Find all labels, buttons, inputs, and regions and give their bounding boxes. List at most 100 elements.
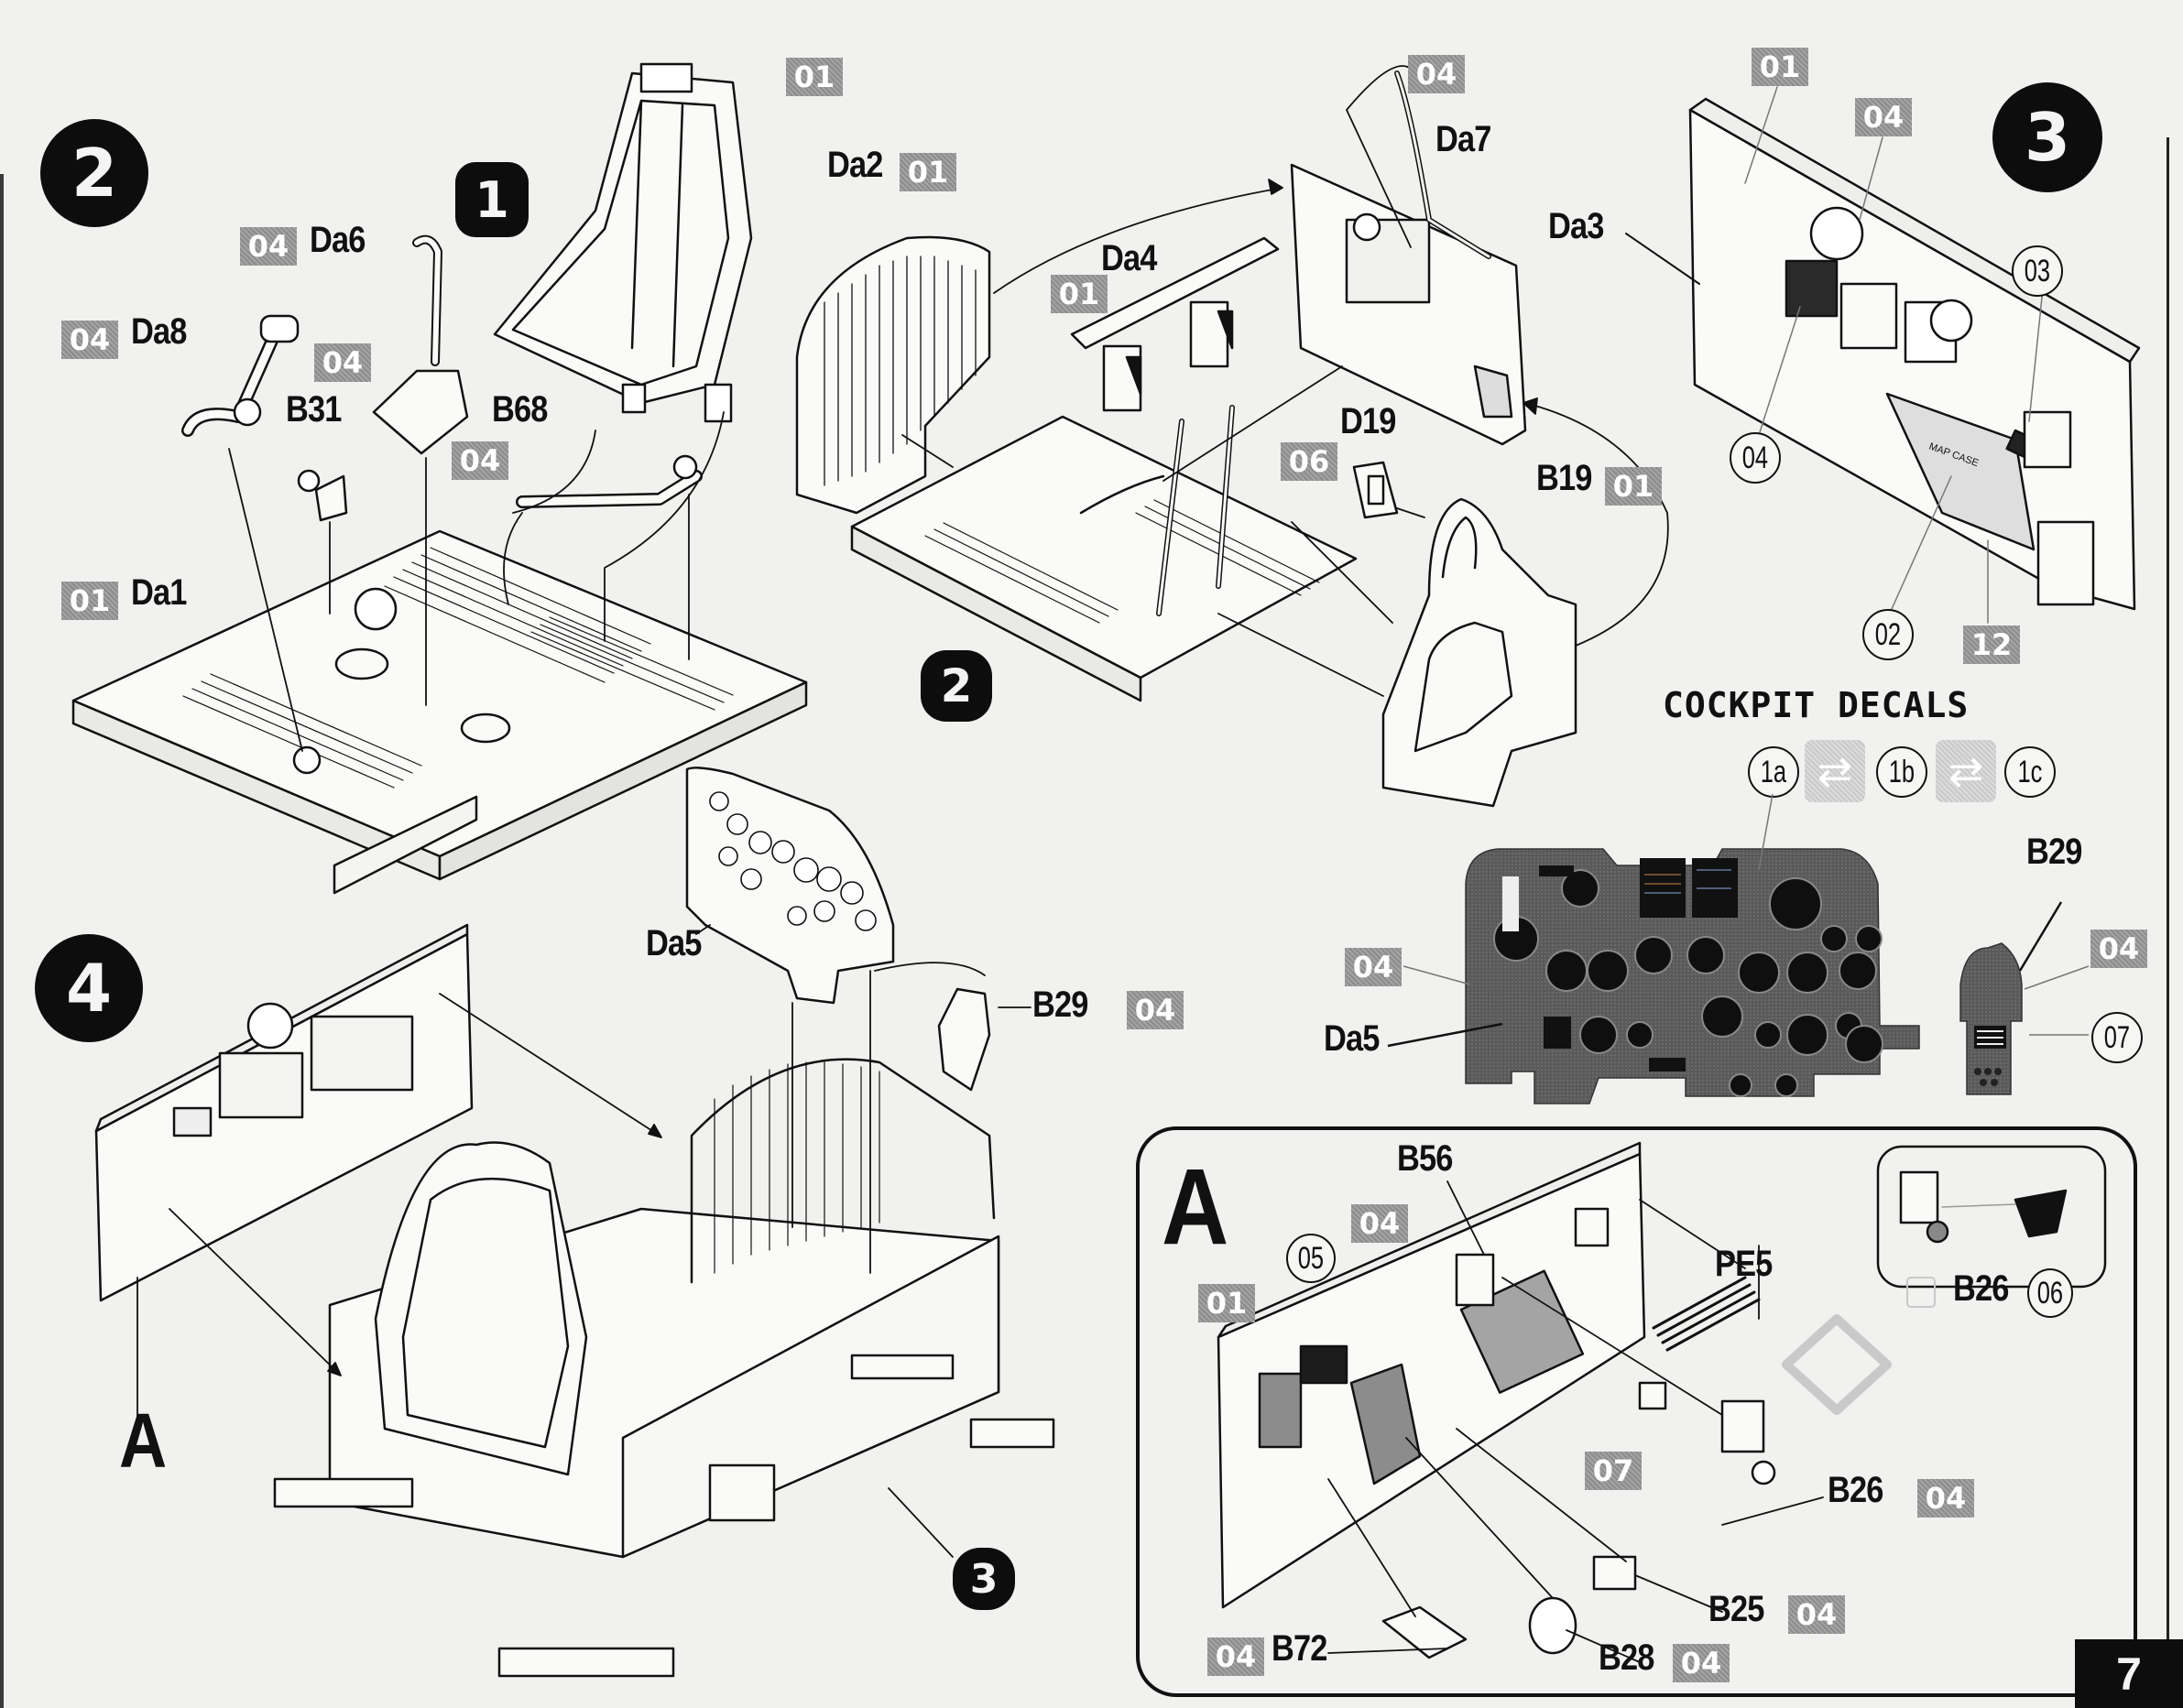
decal-callout-02: 02 <box>1862 609 1914 660</box>
decal-variant-1c: 1c <box>2004 746 2056 798</box>
paint-chip-da8: 04 <box>61 321 118 359</box>
detail-a-inset-frame <box>1878 1147 2105 1287</box>
step-1-reference-badge: 1 <box>455 162 529 237</box>
part-b68 <box>522 456 696 502</box>
page-number: 7 <box>2075 1639 2183 1708</box>
paint-chip-d19: 06 <box>1281 442 1337 481</box>
paint-chip-da1: 01 <box>61 582 118 620</box>
step4-guide-lines <box>137 925 1031 1557</box>
detail-a-guide-lines <box>1328 1181 1823 1662</box>
paint-chip-sidewall-a: 01 <box>1198 1284 1255 1322</box>
decal-number: 04 <box>1741 440 1769 475</box>
paint-chip-b29-decal: 04 <box>2090 930 2147 968</box>
part-label-b19: B19 <box>1536 458 1592 498</box>
step-number: 1 <box>475 170 509 229</box>
step2-guide-lines <box>229 412 724 751</box>
step-number: 3 <box>969 1555 999 1603</box>
step4-instrument-panel-part <box>687 767 893 1003</box>
flip-arrows-icon: ⇄ <box>1805 740 1865 802</box>
paint-chip-da6: 04 <box>240 227 297 266</box>
step3-leader-lines <box>1745 87 2043 623</box>
step4-left-wall-a <box>96 925 472 1300</box>
decal-callout-07: 07 <box>2091 1012 2143 1063</box>
paint-chip-map-case: 12 <box>1963 626 2020 664</box>
part-label-da8: Da8 <box>131 311 187 352</box>
armor-plate-d19 <box>1354 462 1397 517</box>
decal-callout-06: 06 <box>2027 1268 2073 1318</box>
flip-diamond-icon <box>1786 1319 1887 1410</box>
flip-arrows-icon: ⇄ <box>1936 740 1996 802</box>
step2b-guide-lines <box>902 180 1668 696</box>
step-2-reference-badge: 2 <box>921 650 992 722</box>
part-label-b25: B25 <box>1708 1589 1764 1629</box>
instrument-panel-decal <box>1465 848 1920 1104</box>
step-3-badge: 3 <box>1992 82 2102 192</box>
part-label-b56: B56 <box>1397 1138 1453 1179</box>
paint-chip-b31: 04 <box>314 343 371 382</box>
paint-chip-b19: 01 <box>1605 467 1662 506</box>
part-label-d19: D19 <box>1340 401 1396 441</box>
step-3-reference-badge: 3 <box>953 1548 1015 1610</box>
decal-number: 1a <box>1760 754 1787 789</box>
paint-chip-b72: 04 <box>1207 1637 1264 1676</box>
control-stick-da6 <box>374 240 467 453</box>
part-label-b31: B31 <box>286 389 342 430</box>
decal-number: 03 <box>2024 253 2051 288</box>
da3-leader <box>1626 234 1699 284</box>
step3-sidewall: MAP CASE <box>1690 99 2139 609</box>
step-number: 4 <box>65 950 113 1027</box>
b29-decal <box>1959 942 2023 1095</box>
part-label-da5: Da5 <box>646 923 702 963</box>
paint-chip-da4: 01 <box>1051 275 1108 313</box>
crossbar-part-da4 <box>1072 238 1278 410</box>
part-label-b68: B68 <box>492 389 548 430</box>
paint-chip-b56: 04 <box>1351 1204 1408 1243</box>
floor-assembly-center <box>852 408 1356 701</box>
paint-chip-da7: 04 <box>1408 55 1465 93</box>
decal-number: 07 <box>2103 1019 2131 1055</box>
page-right-border <box>2167 137 2169 1639</box>
part-label-da3: Da3 <box>1548 206 1604 246</box>
step-number: 2 <box>71 135 118 212</box>
inset-flip-glyph <box>1907 1278 1935 1307</box>
part-label-da6: Da6 <box>310 220 366 260</box>
detail-a-title: A <box>1162 1147 1228 1267</box>
inset-label-b26: B26 <box>1953 1268 2009 1309</box>
part-label-b29: B29 <box>1032 985 1088 1025</box>
part-label-pe5: PE5 <box>1715 1244 1773 1284</box>
part-da8 <box>188 316 298 430</box>
detail-a-parts <box>1383 1278 1774 1658</box>
paint-chip-seat: 01 <box>786 58 843 96</box>
decal-number: 1c <box>2017 754 2043 789</box>
page-left-border <box>0 174 4 1708</box>
decal-callout-03: 03 <box>2012 245 2063 297</box>
part-b31 <box>299 471 346 520</box>
paint-chip-b25-decal: 07 <box>1585 1452 1642 1490</box>
step-4-badge: 4 <box>35 934 143 1042</box>
part-label-da7: Da7 <box>1435 119 1491 159</box>
right-sidewall-da3 <box>1292 66 1525 444</box>
page-number-text: 7 <box>2116 1648 2142 1700</box>
step-2-badge: 2 <box>40 119 148 227</box>
part-label-b72: B72 <box>1272 1628 1327 1669</box>
detail-a-sidewall <box>1218 1143 1644 1607</box>
decal-number: 02 <box>1874 616 1902 652</box>
paint-chip-b28: 04 <box>1673 1644 1730 1682</box>
cockpit-decals-title: COCKPIT DECALS <box>1663 685 1970 725</box>
seat-assembly <box>495 64 751 421</box>
step-number: 3 <box>2024 99 2071 176</box>
paint-chip-b26: 04 <box>1917 1479 1974 1518</box>
step4-fuselage-tub <box>275 1060 1053 1676</box>
step-number: 2 <box>940 659 973 713</box>
floor-part-da1 <box>73 531 806 893</box>
paint-chip-b68: 04 <box>452 441 508 480</box>
paint-chip-b25: 04 <box>1788 1595 1845 1634</box>
decal-variant-1a: 1a <box>1748 746 1799 798</box>
paint-chip-oxygen-regulator: 04 <box>1855 98 1912 136</box>
part-label-b26: B26 <box>1828 1470 1883 1510</box>
decal-number: 05 <box>1297 1240 1325 1276</box>
part-label-da4: Da4 <box>1101 238 1157 278</box>
decal-panel-label-da5: Da5 <box>1324 1018 1380 1059</box>
